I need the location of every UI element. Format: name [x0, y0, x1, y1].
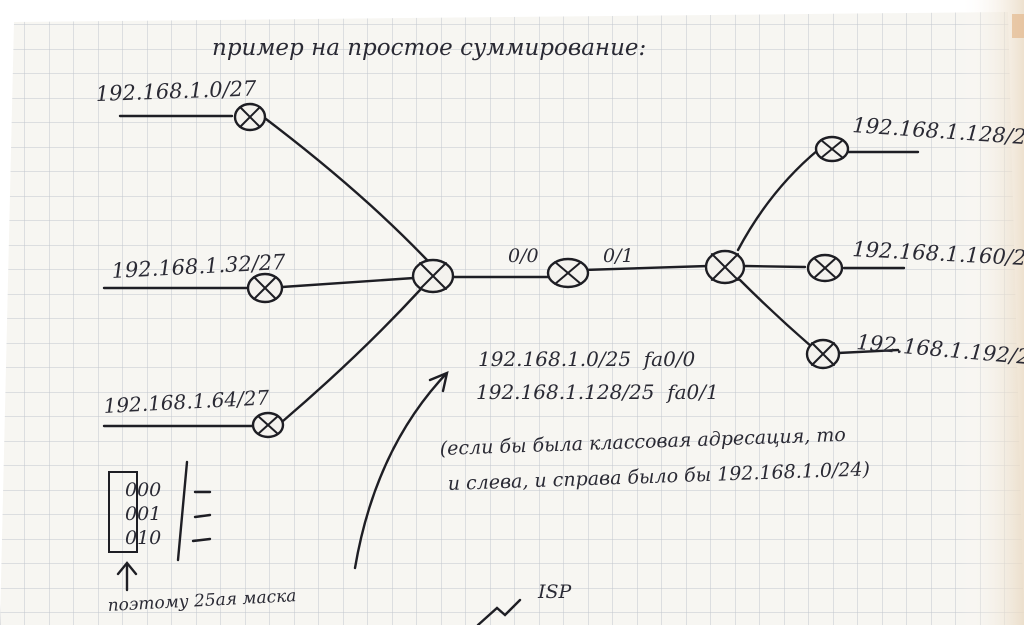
router-core-right	[704, 249, 746, 285]
router-right-2	[806, 253, 844, 283]
binary-value-1: 000	[125, 479, 161, 501]
router-right-1	[814, 135, 850, 163]
routing-entry-1: 192.168.1.0/25 fa0/0	[478, 347, 696, 371]
router-left-1	[233, 102, 267, 132]
isp-link-bolt	[476, 598, 522, 625]
binary-value-2: 001	[125, 503, 161, 525]
diagram-title: пример на простое суммирование:	[212, 35, 646, 61]
interface-label-right: 0/1	[603, 245, 634, 267]
routing-entry-2: 192.168.1.128/25 fa0/1	[476, 380, 719, 404]
router-middle	[546, 257, 590, 289]
router-right-3	[805, 338, 841, 370]
binary-sketch	[108, 460, 212, 562]
interface-label-left: 0/0	[508, 245, 539, 267]
router-core-left	[411, 258, 455, 294]
arrow-to-routing-table	[353, 371, 449, 570]
binary-value-3: 010	[125, 527, 161, 549]
up-arrow-icon	[116, 561, 138, 592]
router-left-3	[251, 411, 285, 439]
links	[102, 114, 920, 428]
isp-label: ISP	[537, 581, 573, 603]
label-left-1: 192.168.1.0/27	[95, 76, 257, 106]
router-left-2	[246, 272, 284, 304]
